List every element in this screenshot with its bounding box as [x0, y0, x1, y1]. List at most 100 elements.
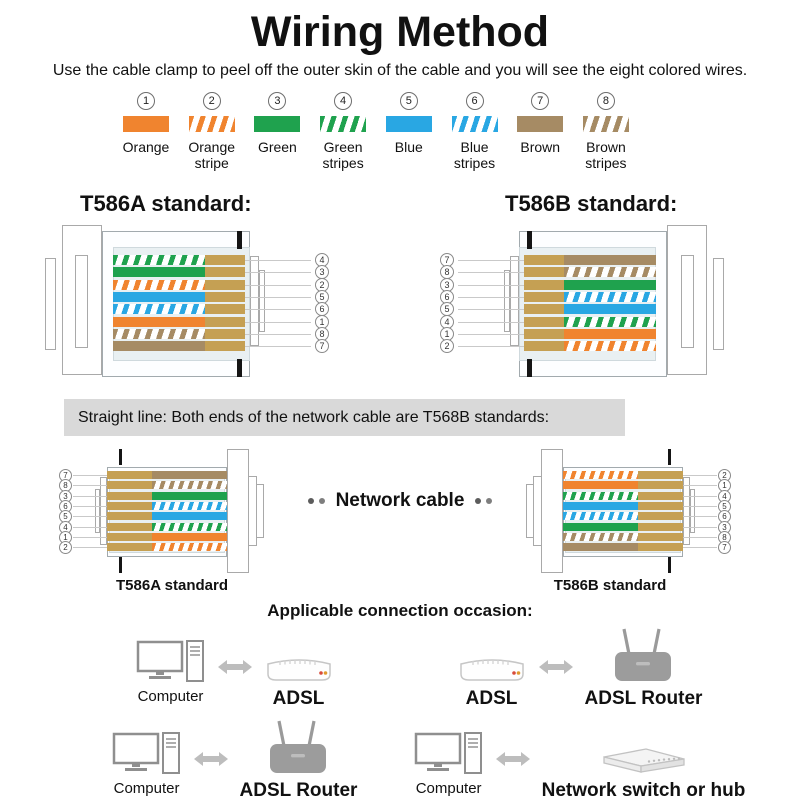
adsl-router-icon [615, 628, 672, 681]
device-label: Computer [137, 688, 204, 705]
connector-nose-shape [259, 270, 265, 332]
mid-left-connector-label: T586A standard [116, 577, 228, 594]
pin-leader-line [73, 485, 107, 486]
wire-bar [563, 543, 638, 551]
gold-pin [524, 292, 564, 302]
wire-color-swatch [320, 116, 367, 132]
legend-number-badge: 2 [202, 92, 221, 110]
pin-leader-line [73, 506, 107, 507]
pin-number-badge: 5 [440, 302, 454, 316]
pin-leader-line [245, 322, 311, 323]
gold-pin [107, 512, 152, 520]
legend-number-badge: 3 [268, 92, 287, 110]
connection-arrow [495, 751, 530, 772]
wire-bar [564, 267, 656, 277]
wire-bar [563, 512, 638, 520]
page-title: Wiring Method [250, 8, 550, 56]
legend-label: Green [257, 139, 297, 155]
connection-pair: Computer ADSL [62, 626, 407, 712]
connector-nose-shape [690, 489, 695, 533]
wire-bar [113, 304, 205, 314]
gold-pin [638, 512, 683, 520]
wire-bar [152, 523, 227, 531]
wire-bar [563, 481, 638, 489]
computer-icon [112, 732, 180, 774]
wire-bar [113, 317, 205, 327]
connector-outline-shape [227, 449, 249, 573]
device-label: ADSL Router [239, 780, 358, 800]
connector-outline-shape [713, 258, 724, 350]
connector-outline-shape [541, 449, 563, 573]
device-icon-box [136, 626, 206, 684]
legend-number-badge: 4 [334, 92, 353, 110]
connector-nose-shape [95, 489, 100, 533]
network-cable-caption: Network cable [280, 490, 520, 512]
wire-bar [564, 341, 656, 351]
legend-number-badge: 1 [137, 92, 155, 110]
gold-pin [524, 255, 564, 265]
connector-nose-shape [250, 256, 259, 346]
wire-bar [152, 512, 227, 520]
pin-leader-line [245, 309, 311, 310]
wire-bar [563, 523, 638, 531]
pin-number-badge: 7 [59, 469, 72, 482]
gold-pin [638, 471, 683, 479]
legend-label: Brown [520, 139, 561, 155]
pin-leader-line [683, 537, 717, 538]
mid-right-connector-label: T586B standard [553, 577, 667, 594]
connector-tick-shape [668, 557, 671, 573]
pin-leader-line [683, 496, 717, 497]
pin-leader-line [458, 272, 524, 273]
pin-leader-line [245, 285, 311, 286]
pin-leader-line [683, 547, 717, 548]
device-switch: Network switch or hub [541, 718, 746, 800]
wire-bar [152, 533, 227, 541]
decor-dots-right [475, 498, 493, 504]
pin-leader-line [73, 527, 107, 528]
pin-number-badge: 6 [440, 290, 454, 304]
device-label: Network switch or hub [541, 780, 746, 800]
pin-leader-line [683, 485, 717, 486]
computer-icon [414, 732, 482, 774]
device-label: ADSL [465, 688, 518, 709]
subtitle: Use the cable clamp to peel off the oute… [52, 62, 748, 79]
gold-pin [205, 255, 245, 265]
pin-leader-line [73, 475, 107, 476]
wire-bar [564, 329, 656, 339]
pin-leader-line [458, 297, 524, 298]
wire-bar [113, 267, 205, 277]
wire-bar [564, 317, 656, 327]
pin-number-badge: 5 [718, 500, 731, 513]
connection-pair: ADSL ADSL Router [407, 626, 752, 712]
device-computer: Computer [112, 718, 182, 797]
wire-bar [113, 255, 205, 265]
pin-number-badge: 2 [440, 339, 454, 353]
legend-label: Orange stripe [188, 139, 236, 171]
legend-label: Blue stripes [453, 139, 496, 171]
pin-leader-line [245, 297, 311, 298]
gold-pin [638, 481, 683, 489]
device-icon-box [601, 718, 687, 776]
gold-pin [205, 304, 245, 314]
gold-pin [107, 533, 152, 541]
network-cable-label: Network cable [335, 490, 465, 511]
gold-pin [524, 280, 564, 290]
connection-arrow [217, 659, 252, 680]
device-label: Computer [113, 780, 180, 797]
t586b-heading: T586B standard: [505, 191, 678, 216]
device-adsl-modem: ADSL [457, 626, 527, 710]
pin-leader-line [73, 537, 107, 538]
gold-pin [107, 481, 152, 489]
pin-number-badge: 7 [718, 541, 731, 554]
connector-outline-shape [75, 255, 88, 348]
wire-color-swatch [582, 116, 629, 132]
wire-color-swatch [517, 116, 564, 132]
legend-label: Brown stripes [585, 139, 627, 171]
gold-pin [107, 543, 152, 551]
pin-leader-line [245, 272, 311, 273]
